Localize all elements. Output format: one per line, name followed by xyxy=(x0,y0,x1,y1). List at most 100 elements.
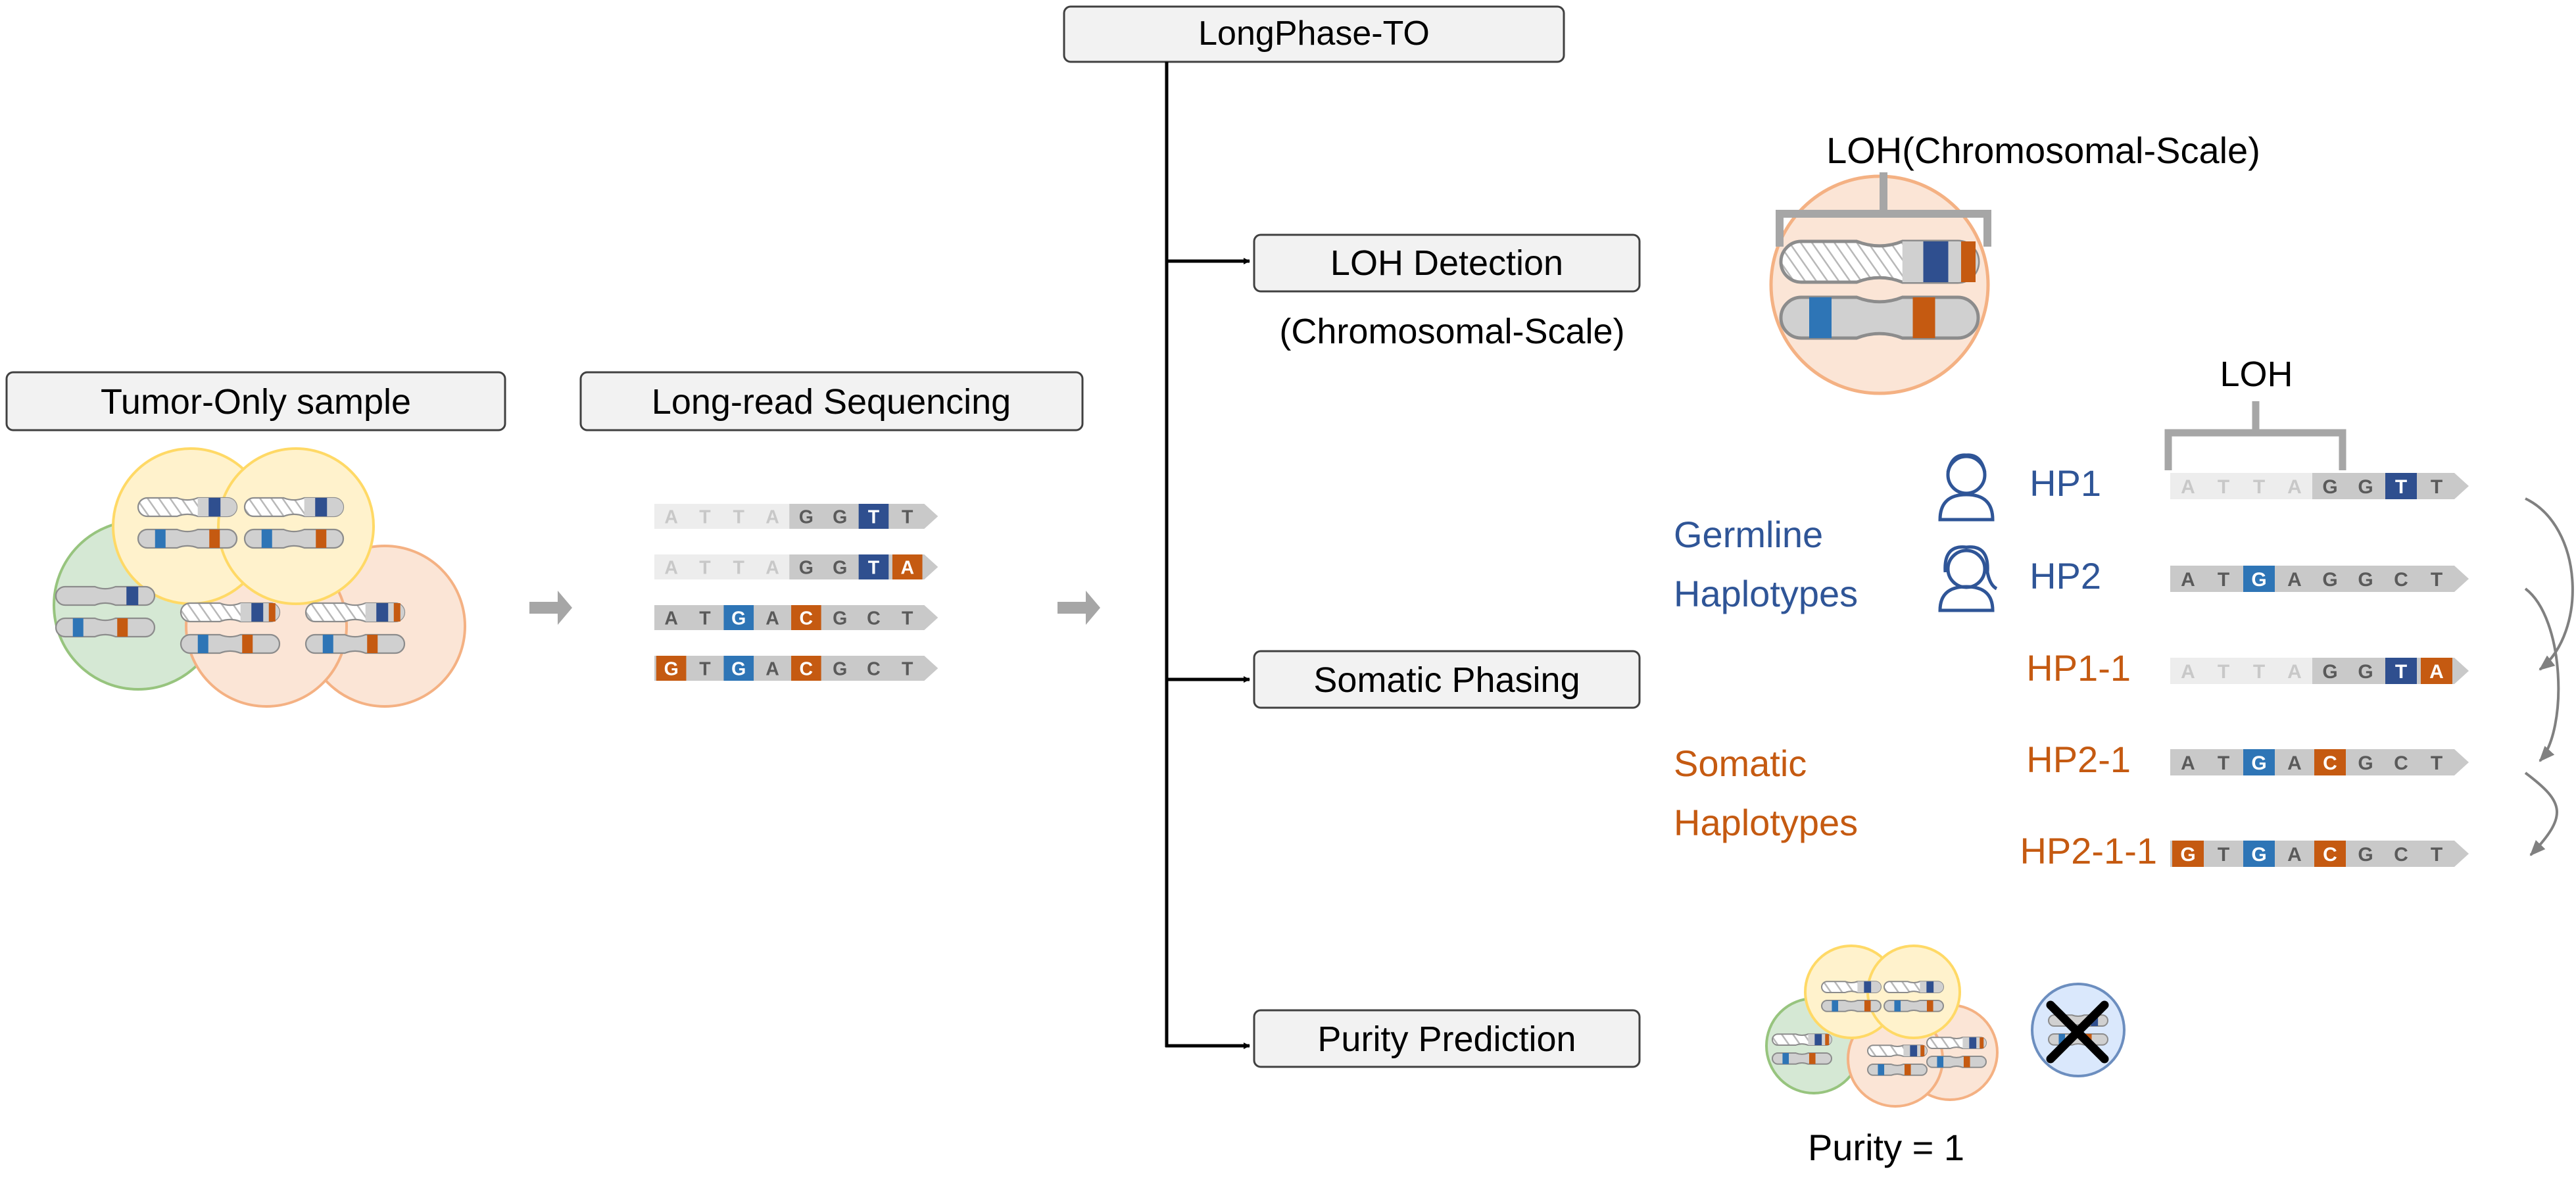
flow-arrow xyxy=(529,591,572,625)
nucleotide: T xyxy=(902,608,913,629)
somatic-label-line: Somatic xyxy=(1674,743,1807,784)
nucleotide: G xyxy=(2358,476,2373,498)
nucleotide: G xyxy=(664,658,679,679)
chromosome-band xyxy=(1963,1056,1970,1068)
nucleotide: C xyxy=(2394,752,2408,774)
chromosome xyxy=(1779,239,1980,284)
loh-chromosomal-figure: LOH(Chromosomal-Scale) xyxy=(1769,130,2260,395)
chromosome-band xyxy=(268,603,276,622)
nucleotide: T xyxy=(2253,661,2265,683)
chromosome-band xyxy=(1923,241,1949,282)
nucleotide: A xyxy=(664,506,678,528)
nucleotide: T xyxy=(2431,569,2442,591)
nucleotide: C xyxy=(867,658,881,679)
chromosome xyxy=(1821,1000,1882,1012)
chromosome-band xyxy=(155,529,166,548)
variant-highlight xyxy=(723,656,754,681)
germline-label: Germline Haplotypes xyxy=(1674,514,1858,614)
chromosome xyxy=(137,497,238,518)
purity-result: Purity = 1 xyxy=(1808,1127,1964,1168)
nucleotide: T xyxy=(2253,476,2265,498)
nucleotide: A xyxy=(766,658,779,679)
female-person-icon xyxy=(1938,545,1998,612)
chromosome-band xyxy=(1904,1064,1911,1075)
variant-highlight xyxy=(791,656,821,681)
nucleotide: T xyxy=(2218,844,2229,866)
chromosome xyxy=(304,633,406,654)
variant-highlight xyxy=(2172,841,2204,867)
nucleotide: T xyxy=(699,608,711,629)
variant-highlight xyxy=(2385,658,2417,684)
nucleotide: A xyxy=(2287,476,2302,498)
chromosome xyxy=(137,528,238,549)
chromosome-band xyxy=(316,529,327,548)
nucleotide: T xyxy=(2218,476,2229,498)
nucleotide: C xyxy=(800,658,814,679)
germline-label-line: Germline xyxy=(1674,514,1823,555)
tumor-cell xyxy=(217,447,375,605)
chromosome-band xyxy=(1980,1037,1984,1048)
nucleotide: T xyxy=(699,506,711,528)
purity-prediction-box: Purity Prediction xyxy=(1253,1009,1641,1068)
loh-bracket xyxy=(2164,401,2346,470)
chromosome-band xyxy=(251,603,264,622)
nucleotide: G xyxy=(2251,844,2266,866)
nucleotide: C xyxy=(2323,752,2337,774)
bar-segment-light xyxy=(2170,473,2312,499)
nucleotide: G xyxy=(2322,476,2337,498)
nucleotide: A xyxy=(2181,752,2195,774)
chromosome-band xyxy=(1825,1034,1830,1045)
chromosome xyxy=(243,497,345,518)
chromosome-band xyxy=(376,603,389,622)
nucleotide: T xyxy=(2395,661,2407,683)
chromosome xyxy=(1821,981,1882,993)
nucleotide: G xyxy=(731,658,746,679)
long-read-sequencing-label: Long-read Sequencing xyxy=(652,382,1011,422)
chromosome xyxy=(1883,1000,1944,1012)
bar-segment-light xyxy=(654,554,790,579)
variant-highlight xyxy=(723,605,754,630)
nucleotide: T xyxy=(2431,844,2442,866)
nucleotide: G xyxy=(799,506,814,528)
somatic-phasing-label: Somatic Phasing xyxy=(1313,660,1580,700)
nucleotide: T xyxy=(2431,476,2442,498)
connector-arrow xyxy=(2524,587,2560,762)
chromosome xyxy=(1779,295,1980,340)
chromosome xyxy=(1772,1033,1832,1046)
haplotype-name: HP2-1-1 xyxy=(2020,830,2157,871)
haplotype-name: HP2 xyxy=(2029,555,2101,597)
chromosome-band xyxy=(2058,1034,2066,1045)
chromosome-band xyxy=(117,618,128,637)
chromosome xyxy=(243,528,345,549)
nucleotide: T xyxy=(868,557,880,578)
nucleotide: A xyxy=(2429,661,2444,683)
nucleotide: T xyxy=(2395,476,2407,498)
variant-highlight xyxy=(656,656,687,681)
chromosome xyxy=(304,602,406,623)
nucleotide: T xyxy=(902,658,913,679)
variant-highlight xyxy=(2385,473,2417,499)
nucleotide: A xyxy=(766,608,779,629)
nucleotide: A xyxy=(2287,844,2302,866)
chromosome-band xyxy=(261,529,272,548)
bar-segment-light xyxy=(2170,658,2312,684)
chromosome-band xyxy=(1912,297,1935,338)
flow-arrow xyxy=(1057,591,1100,625)
nucleotide: T xyxy=(2431,752,2442,774)
pipeline-tree xyxy=(1165,62,1250,1049)
variant-highlight xyxy=(2314,841,2346,867)
cell-cluster xyxy=(53,447,466,708)
somatic-phasing-box: Somatic Phasing xyxy=(1253,650,1641,709)
loh-bracket xyxy=(1776,172,1991,247)
chromosome-band xyxy=(1920,1045,1925,1056)
haplotype-name: HP1 xyxy=(2029,462,2101,504)
chromosome-band xyxy=(1878,1064,1885,1075)
chromosome-band xyxy=(209,529,220,548)
nucleotide: A xyxy=(2181,476,2195,498)
chromosome xyxy=(1926,1037,1987,1049)
chromosome-band xyxy=(1782,1053,1789,1064)
chromosome-band xyxy=(1961,241,1976,282)
